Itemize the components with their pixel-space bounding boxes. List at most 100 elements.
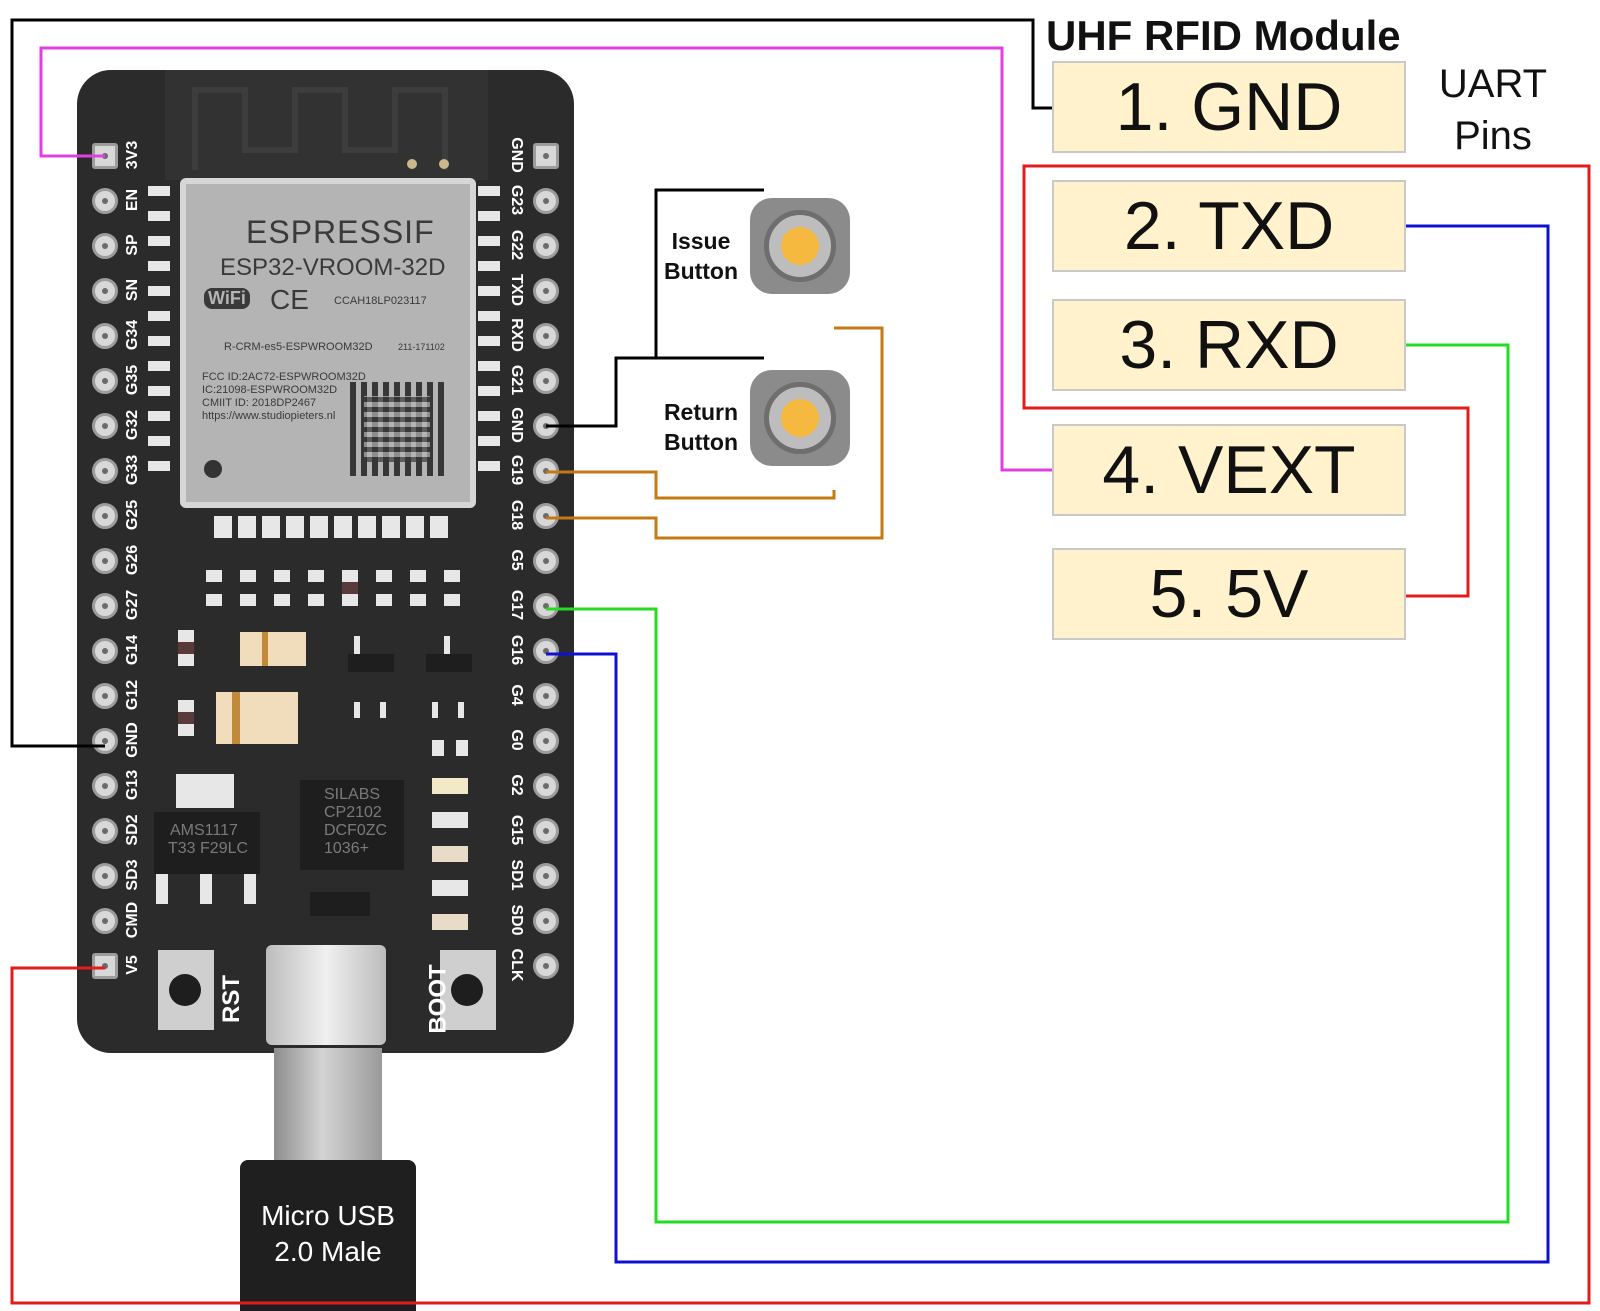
return-button[interactable] bbox=[748, 362, 852, 474]
left-pin-label-g34: G34 bbox=[124, 319, 141, 351]
left-pin-pad-g32 bbox=[92, 413, 118, 439]
left-pin-pad-3v3 bbox=[92, 143, 118, 169]
right-pin-label-g0: G0 bbox=[508, 729, 525, 751]
right-pin-label-g16: G16 bbox=[508, 634, 525, 666]
uart-pin-5v: 5. 5V bbox=[1052, 548, 1406, 640]
right-pin-pad-g17 bbox=[533, 593, 559, 619]
right-pin-pad-sd1 bbox=[533, 863, 559, 889]
left-pin-pad-g33 bbox=[92, 458, 118, 484]
left-pin-label-g32: G32 bbox=[124, 409, 141, 441]
left-pin-pad-g13 bbox=[92, 773, 118, 799]
right-pin-pad-g16 bbox=[533, 638, 559, 664]
right-pin-pad-g23 bbox=[533, 188, 559, 214]
right-pin-pad-rxd bbox=[533, 323, 559, 349]
left-pin-label-g13: G13 bbox=[124, 769, 141, 801]
left-pin-label-g27: G27 bbox=[124, 589, 141, 621]
issue-button[interactable] bbox=[748, 190, 852, 302]
left-pin-label-g26: G26 bbox=[124, 544, 141, 576]
right-pin-label-sd0: SD0 bbox=[508, 904, 525, 936]
return-button-label: Return Button bbox=[656, 397, 746, 457]
return-label-line-2: Button bbox=[663, 429, 739, 455]
return-label-line-1: Return bbox=[663, 399, 739, 425]
right-pin-pad-g21 bbox=[533, 368, 559, 394]
usb-connector-line-1: Micro USB bbox=[261, 1200, 395, 1231]
right-pin-pad-g0 bbox=[533, 728, 559, 754]
right-pin-label-sd1: SD1 bbox=[508, 859, 525, 891]
rfid-title: UHF RFID Module bbox=[1046, 12, 1401, 59]
right-pin-label-g22: G22 bbox=[508, 229, 525, 261]
right-pin-label-gnd: GND bbox=[508, 407, 525, 443]
issue-label-line-2: Button bbox=[663, 258, 739, 284]
uart-pin-rxd: 3. RXD bbox=[1052, 299, 1406, 391]
left-pin-label-v5: V5 bbox=[124, 955, 141, 975]
rst-label: RST bbox=[218, 975, 245, 1023]
right-pin-label-g23: G23 bbox=[508, 184, 525, 216]
right-pin-pad-gnd bbox=[533, 143, 559, 169]
left-pin-pad-g35 bbox=[92, 368, 118, 394]
right-pin-pad-g15 bbox=[533, 818, 559, 844]
left-pin-pad-cmd bbox=[92, 908, 118, 934]
right-pin-pad-g19 bbox=[533, 458, 559, 484]
uart-pin-vext: 4. VEXT bbox=[1052, 424, 1406, 516]
right-pin-label-g17: G17 bbox=[508, 589, 525, 621]
left-pin-label-cmd: CMD bbox=[124, 901, 141, 939]
right-pin-label-g4: G4 bbox=[508, 684, 525, 706]
right-pin-label-clk: CLK bbox=[508, 948, 525, 982]
usb-chip-label-4: 1036+ bbox=[324, 840, 369, 857]
left-pin-label-3v3: 3V3 bbox=[124, 140, 141, 170]
left-pin-pad-sp bbox=[92, 233, 118, 259]
return-button-cap bbox=[781, 399, 819, 437]
boot-label: BOOT bbox=[424, 964, 452, 1034]
right-pin-label-g15: G15 bbox=[508, 814, 525, 846]
regulator-label-2: T33 F29LC bbox=[168, 840, 249, 857]
right-pin-label-txd: TXD bbox=[508, 274, 525, 306]
right-pin-label-g19: G19 bbox=[508, 454, 525, 486]
left-pin-pad-g34 bbox=[92, 323, 118, 349]
left-pin-label-g35: G35 bbox=[124, 364, 141, 396]
usb-chip-label-3: DCF0ZC bbox=[324, 822, 388, 839]
issue-label-line-1: Issue bbox=[671, 228, 731, 254]
left-pin-pad-en bbox=[92, 188, 118, 214]
right-pin-label-g5: G5 bbox=[508, 549, 525, 571]
usb-connector-label: Micro USB 2.0 Male bbox=[0, 1198, 656, 1270]
left-pin-label-sd3: SD3 bbox=[124, 859, 141, 891]
right-pin-label-g2: G2 bbox=[508, 774, 525, 796]
left-pin-pad-g27 bbox=[92, 593, 118, 619]
left-pin-label-g14: G14 bbox=[124, 634, 141, 666]
right-pin-pad-g5 bbox=[533, 548, 559, 574]
right-pin-pad-gnd bbox=[533, 413, 559, 439]
left-pin-label-g33: G33 bbox=[124, 454, 141, 486]
uart-pins-note: UART Pins bbox=[1428, 58, 1558, 162]
left-pin-label-gnd: GND bbox=[124, 722, 141, 758]
right-pin-pad-clk bbox=[533, 953, 559, 979]
right-pin-pad-sd0 bbox=[533, 908, 559, 934]
right-pin-label-g21: G21 bbox=[508, 364, 525, 396]
left-pin-pad-gnd bbox=[92, 728, 118, 754]
left-pin-pad-sd3 bbox=[92, 863, 118, 889]
left-pin-pad-sd2 bbox=[92, 818, 118, 844]
left-pin-label-g25: G25 bbox=[124, 499, 141, 531]
left-pin-pad-g14 bbox=[92, 638, 118, 664]
right-pin-pad-txd bbox=[533, 278, 559, 304]
uart-note-line-1: UART bbox=[1438, 62, 1548, 106]
usb-chip-label-1: SILABS bbox=[324, 786, 381, 803]
usb-connector-line-2: 2.0 Male bbox=[274, 1236, 382, 1267]
regulator-label-1: AMS1117 bbox=[170, 822, 238, 839]
micro-usb-socket bbox=[266, 945, 386, 1045]
issue-button-label: Issue Button bbox=[656, 226, 746, 286]
left-pin-label-g12: G12 bbox=[124, 679, 141, 711]
left-pin-label-sd2: SD2 bbox=[124, 814, 141, 846]
uart-pin-txd: 2. TXD bbox=[1052, 180, 1406, 272]
usb-chip-label-2: CP2102 bbox=[324, 804, 382, 821]
right-pin-pad-g22 bbox=[533, 233, 559, 259]
right-pin-label-rxd: RXD bbox=[508, 318, 525, 352]
left-pin-label-en: EN bbox=[124, 188, 141, 212]
right-pin-pad-g2 bbox=[533, 773, 559, 799]
right-pin-pad-g4 bbox=[533, 683, 559, 709]
left-pin-pad-v5 bbox=[92, 953, 118, 979]
left-pin-pad-g25 bbox=[92, 503, 118, 529]
right-pin-label-g18: G18 bbox=[508, 499, 525, 531]
usb-plug-metal bbox=[274, 1048, 382, 1160]
left-pin-label-sp: SP bbox=[124, 234, 141, 256]
left-pin-label-sn: SN bbox=[124, 278, 141, 302]
